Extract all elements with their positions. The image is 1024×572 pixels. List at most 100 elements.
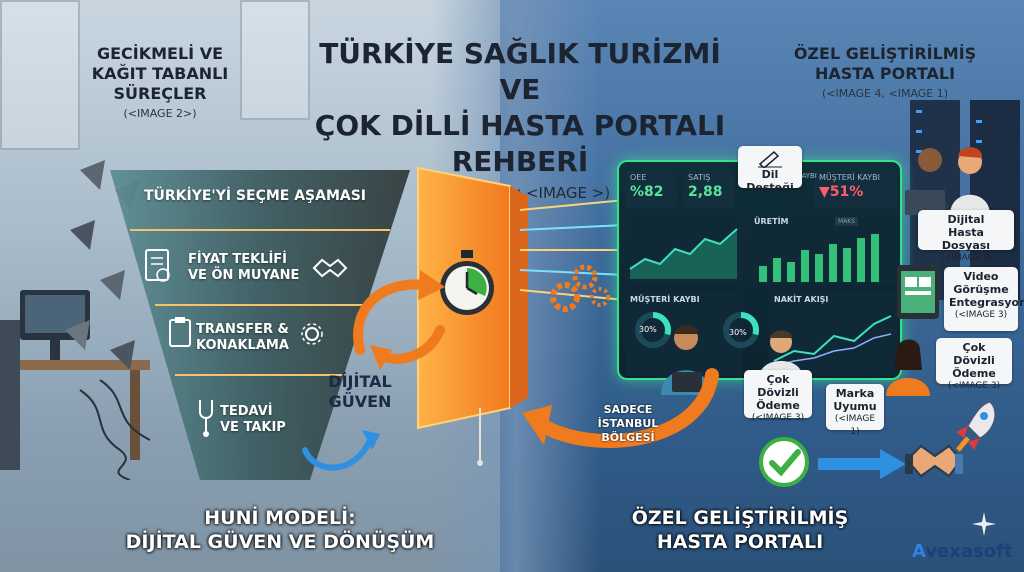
marka-line2: Uyumu xyxy=(833,400,877,413)
video-sub: (<IMAGE 3) xyxy=(954,310,1008,320)
gears-illustration xyxy=(550,264,610,312)
left-heading-line2: KAĞIT TABANLI xyxy=(91,64,229,83)
cok-dovizli-mid-card: Çok Dövizli Ödeme (<IMAGE 3) xyxy=(744,370,812,423)
funnel-stage-4-line1: TEDAVİ xyxy=(220,404,273,419)
nakit-akisi-lines xyxy=(773,315,892,367)
area-chart-1 xyxy=(625,214,743,284)
dijital-hasta-line1: Dijital xyxy=(947,213,985,226)
writing-hand-icon xyxy=(743,150,797,170)
bottom-left-line1: HUNİ MODELİ: xyxy=(204,507,356,529)
bottom-right-title: ÖZEL GELİŞTİRİLMİŞ HASTA PORTALI xyxy=(620,506,860,554)
light-rays xyxy=(520,199,626,301)
funnel-stage-2: FİYAT TEKLİFİ VE ÖN MUYANE xyxy=(188,252,308,284)
bottom-left-title: HUNİ MODELİ: DİJİTAL GÜVEN VE DÖNÜŞÜM xyxy=(120,506,440,554)
cok-dovizli-right-card: Çok Dövizli Ödeme (<IMAGE 3) xyxy=(936,338,1012,391)
clipboard-icon xyxy=(167,316,193,352)
istanbul-line3: BÖLGESİ xyxy=(601,431,655,444)
cok-doviz-mid-line2: Ödeme xyxy=(756,399,800,412)
cok-doviz-mid-sub: (<IMAGE 3) xyxy=(751,413,805,423)
donut-2 xyxy=(723,312,759,348)
stopwatch-icon xyxy=(437,250,497,324)
right-heading-line2: HASTA PORTALI xyxy=(814,64,956,83)
uretim-tag: MAKS xyxy=(835,217,859,226)
office-window xyxy=(0,0,80,150)
bottom-left-line2: DİJİTAL GÜVEN VE DÖNÜŞÜM xyxy=(125,531,435,553)
checkmark-icon xyxy=(758,436,810,492)
document-icon xyxy=(143,248,173,288)
uretim-bars xyxy=(759,234,879,282)
dijital-hasta-line2: Hasta Dosyası xyxy=(941,226,991,252)
istanbul-label: SADECE İSTANBUL BÖLGESİ xyxy=(588,403,668,445)
cok-doviz-right-line1: Çok Dövizli xyxy=(953,341,995,367)
marka-sub: (<IMAGE 1) xyxy=(834,414,876,437)
digital-trust-line1: DİJİTAL xyxy=(328,372,392,391)
right-heading: ÖZEL GELİŞTİRİLMİŞ HASTA PORTALI (<IMAGE… xyxy=(780,44,990,104)
cok-doviz-right-line2: Ödeme xyxy=(952,367,996,380)
nakit-akisi-label: NAKİT AKIŞI xyxy=(774,295,829,304)
kpi-oee: OEE %82 xyxy=(625,170,677,208)
istanbul-line2: İSTANBUL xyxy=(597,417,659,430)
kpi-oee-value: %82 xyxy=(630,184,664,200)
handshake-icon xyxy=(905,438,963,488)
digital-trust-line2: GÜVEN xyxy=(328,392,392,411)
uretim-label: ÜRETİM xyxy=(754,217,789,226)
office-window xyxy=(240,0,310,120)
funnel-stage-3-line2: KONAKLAMA xyxy=(196,338,289,353)
marka-line1: Marka xyxy=(835,387,875,400)
blue-right-arrow xyxy=(818,449,906,479)
musteri-kaybi-chart: MÜŞTERİ KAYBI 30% xyxy=(625,292,759,376)
funnel-stage-1: TÜRKİYE'Yİ SEÇME AŞAMASI xyxy=(143,188,367,204)
bottom-right-line2: HASTA PORTALI xyxy=(656,531,824,553)
kpi-musteri-kaybi-label: MÜŞTERİ KAYBI xyxy=(819,173,880,182)
avexasoft-logo: Avexasoft xyxy=(912,541,1013,562)
digital-trust-label: DİJİTAL GÜVEN xyxy=(320,372,400,412)
bottom-right-line1: ÖZEL GELİŞTİRİLMİŞ xyxy=(631,507,849,529)
funnel-stage-2-line1: FİYAT TEKLİFİ xyxy=(188,252,287,267)
stethoscope-icon xyxy=(196,398,216,442)
funnel-stage-4: TEDAVİ VE TAKIP xyxy=(220,404,300,436)
musteri-kaybi-label: MÜŞTERİ KAYBI xyxy=(630,295,700,304)
funnel-shape xyxy=(110,170,410,480)
left-heading-line1: GECİKMELİ VE xyxy=(96,44,224,63)
cok-doviz-mid-line1: Çok Dövizli xyxy=(757,373,799,399)
cok-doviz-right-sub: (<IMAGE 3) xyxy=(947,381,1001,391)
doctors-illustration xyxy=(905,147,990,215)
kpi-satis: SATIŞ 2,88 xyxy=(683,170,735,208)
blue-curve-arrow xyxy=(302,430,380,471)
logo-initial: A xyxy=(912,541,926,562)
kpi-satis-value: 2,88 xyxy=(688,184,723,200)
sparkle-icon xyxy=(972,512,996,540)
return-arrow xyxy=(522,368,719,448)
kpi-satis-label: SATIŞ xyxy=(688,173,711,182)
patient-man-2-illustration xyxy=(760,330,802,376)
funnel-stage-3-line1: TRANSFER & xyxy=(196,322,289,337)
right-heading-line1: ÖZEL GELİŞTİRİLMİŞ xyxy=(793,44,977,63)
tablet-icon xyxy=(895,263,941,325)
kpi-musteri-kaybi: MÜŞTERİ KAYBI ▼51% xyxy=(814,170,898,208)
video-line1: Video xyxy=(963,270,999,283)
video-line2: Görüşme xyxy=(953,283,1009,296)
donut-2-value: 30% xyxy=(729,328,747,337)
video-gorusme-card: Video Görüşme Entegrasyonu (<IMAGE 3) xyxy=(944,267,1024,331)
left-heading: GECİKMELİ VE KAĞIT TABANLI SÜREÇLER (<IM… xyxy=(70,44,250,124)
patient-man-illustration xyxy=(661,325,711,395)
uretim-chart: ÜRETİM MAKS xyxy=(749,214,897,284)
dil-destegi-label: Dil Desteği xyxy=(746,168,794,194)
gear-icon xyxy=(300,322,324,350)
dil-destegi-card: Dil Desteği xyxy=(738,146,802,194)
handshake-icon xyxy=(312,254,348,284)
left-heading-sub: (<IMAGE 2>) xyxy=(123,107,197,120)
funnel-stage-2-line2: VE ÖN MUYANE xyxy=(188,268,300,283)
right-heading-sub: (<IMAGE 4, <IMAGE 1) xyxy=(821,87,949,100)
kpi-kaybi-fragment: KAYBI xyxy=(797,172,817,180)
funnel-stage-4-line2: VE TAKIP xyxy=(220,420,286,435)
kpi-oee-label: OEE xyxy=(630,173,647,182)
main-title-line1: TÜRKİYE SAĞLIK TURİZMİ VE xyxy=(319,37,721,106)
cycle-arrows xyxy=(353,270,445,370)
video-line3: Entegrasyonu xyxy=(949,296,1024,309)
left-heading-line3: SÜREÇLER xyxy=(113,84,207,103)
analytics-dashboard: OEE %82 SATIŞ 2,88 MÜŞTERİ KAYBI ▼51% KA… xyxy=(617,160,902,380)
donut-1 xyxy=(635,312,671,348)
funnel-stage-3: TRANSFER & KONAKLAMA xyxy=(196,322,306,354)
